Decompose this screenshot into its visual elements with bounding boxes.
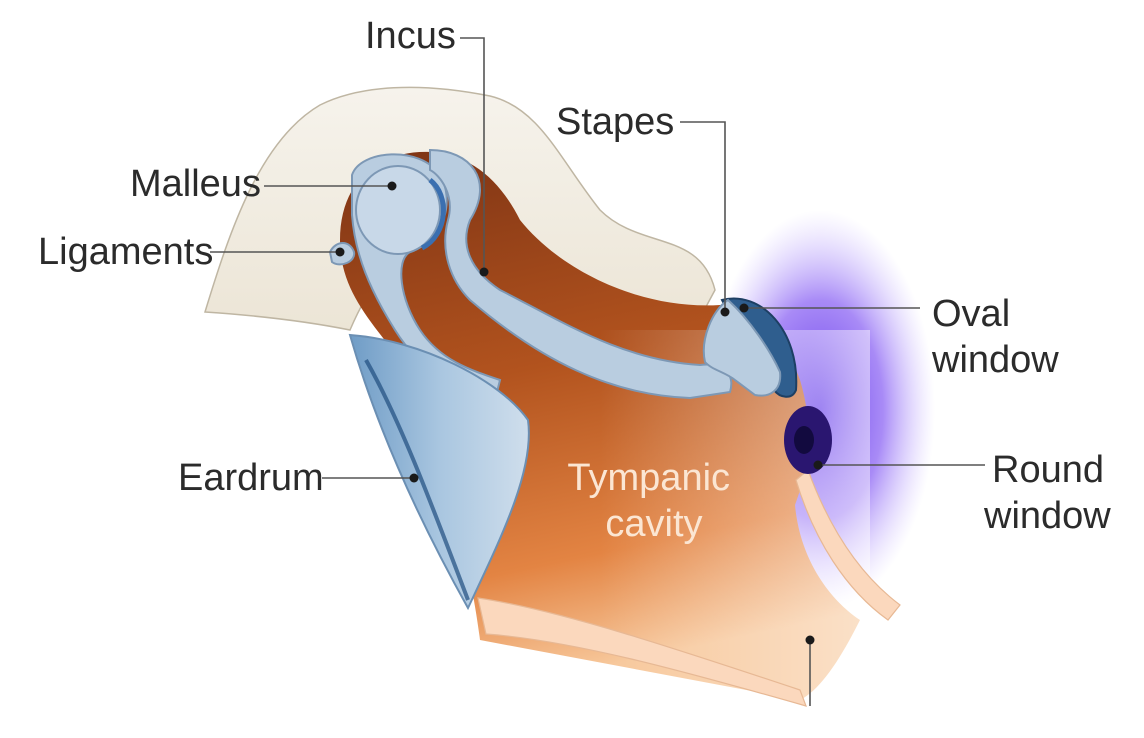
label-tympanic-cavity-line1: Tympanic bbox=[567, 457, 730, 499]
label-incus: Incus bbox=[365, 15, 456, 57]
label-malleus: Malleus bbox=[130, 163, 261, 205]
label-ligaments: Ligaments bbox=[38, 231, 213, 273]
label-round-window: Round window bbox=[983, 449, 1115, 537]
ossicles bbox=[328, 148, 782, 402]
label-oval-window: Oval window bbox=[931, 293, 1059, 381]
round-window-wall bbox=[795, 468, 901, 621]
stapes bbox=[702, 298, 782, 397]
label-round-window-line2: window bbox=[983, 495, 1111, 537]
leader-lines bbox=[210, 37, 985, 706]
leader-stapes bbox=[680, 121, 726, 312]
cavity-floor-wall bbox=[477, 597, 807, 707]
label-oval-window-line1: Oval bbox=[932, 293, 1010, 335]
round-window bbox=[784, 406, 832, 474]
label-round-window-line1: Round bbox=[992, 449, 1104, 491]
label-eardrum: Eardrum bbox=[178, 457, 324, 499]
label-tympanic-cavity: Tympanic cavity bbox=[567, 457, 740, 545]
label-oval-window-line2: window bbox=[931, 339, 1059, 381]
label-stapes: Stapes bbox=[556, 101, 674, 143]
eardrum bbox=[348, 333, 530, 611]
leader-incus bbox=[460, 37, 485, 272]
label-tympanic-cavity-line2: cavity bbox=[605, 503, 702, 545]
leader-dots bbox=[335, 181, 823, 645]
